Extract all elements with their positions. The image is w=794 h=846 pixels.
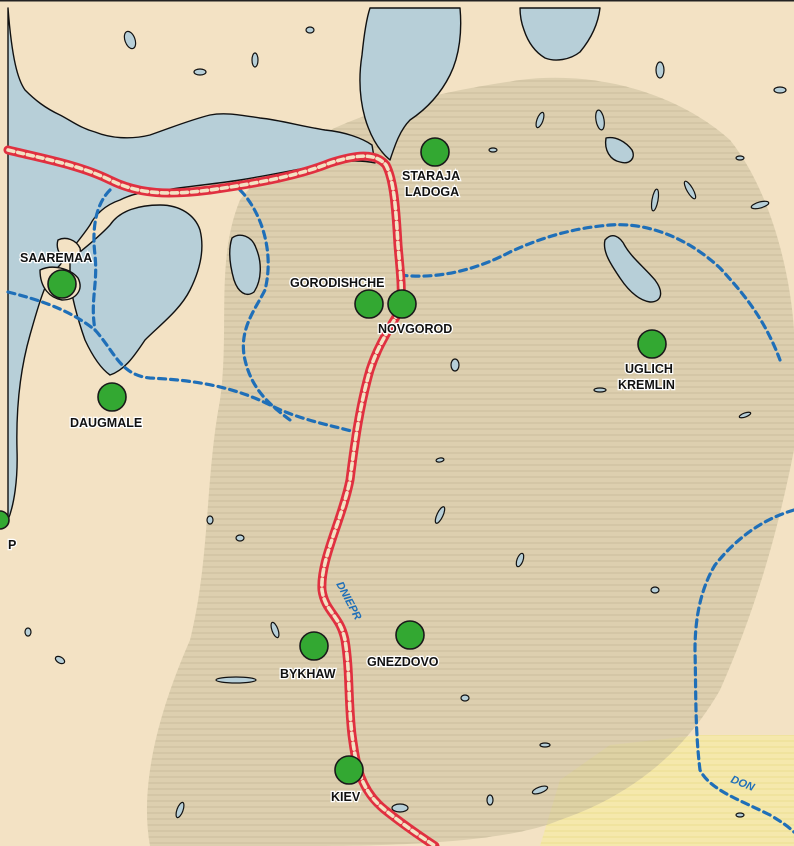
- site-kiev[interactable]: KIEV: [330, 755, 364, 805]
- site-bykhaw[interactable]: BYKHAW: [279, 631, 337, 682]
- site-novgorod[interactable]: NOVGOROD: [377, 289, 454, 337]
- site-p-edge[interactable]: P: [0, 510, 18, 553]
- water-bodies: [7, 7, 662, 521]
- river-path-volga: [398, 223, 782, 362]
- place-label-saaremaa: SAAREMAA: [20, 251, 92, 265]
- river-path-lovat: [238, 188, 292, 422]
- site-marker-bykhaw[interactable]: [299, 631, 329, 661]
- trade-route: [3, 145, 440, 846]
- place-label-staraja-ladoga-1: STARAJA: [402, 169, 460, 183]
- place-label-daugmale: DAUGMALE: [70, 416, 142, 430]
- site-gorodishche[interactable]: GORODISHCHE: [289, 275, 386, 319]
- sites: STARAJA LADOGA SAAREMAA GORODISHCHE NOVG…: [0, 137, 676, 805]
- small-lakes: [24, 26, 787, 819]
- place-label-staraja-ladoga-2: LADOGA: [405, 185, 459, 199]
- site-marker-gorodishche[interactable]: [354, 289, 384, 319]
- site-saaremaa[interactable]: SAAREMAA: [19, 250, 93, 299]
- site-marker-uglich-kremlin[interactable]: [637, 329, 667, 359]
- rivers: [6, 188, 794, 834]
- trade-route-inner: [6, 148, 437, 846]
- site-gnezdovo[interactable]: GNEZDOVO: [366, 620, 440, 670]
- site-marker-staraja-ladoga[interactable]: [420, 137, 450, 167]
- gulf-of-riga: [69, 204, 203, 376]
- lake-onega: [519, 7, 601, 61]
- river-path-west: [91, 188, 112, 332]
- place-label-novgorod: NOVGOROD: [378, 322, 452, 336]
- site-staraja-ladoga[interactable]: STARAJA LADOGA: [401, 137, 461, 200]
- top-border: [0, 0, 794, 2]
- site-daugmale[interactable]: DAUGMALE: [69, 382, 143, 431]
- place-label-kremlin: KREMLIN: [618, 378, 675, 392]
- island-saaremaa: [56, 237, 81, 260]
- site-marker-novgorod[interactable]: [387, 289, 417, 319]
- site-uglich-kremlin[interactable]: UGLICH KREMLIN: [617, 329, 676, 393]
- lake-rybinsk: [603, 235, 662, 303]
- lake-peipus: [229, 234, 261, 296]
- river-path-don: [693, 508, 794, 834]
- site-marker-kiev[interactable]: [334, 755, 364, 785]
- place-label-gnezdovo: GNEZDOVO: [367, 655, 439, 669]
- place-label-kiev: KIEV: [331, 790, 361, 804]
- place-label-bykhaw: BYKHAW: [280, 667, 336, 681]
- river-path-dvina: [6, 290, 357, 434]
- lake-white: [604, 136, 634, 164]
- site-marker-saaremaa[interactable]: [47, 269, 77, 299]
- site-marker-gnezdovo[interactable]: [395, 620, 425, 650]
- site-marker-p-edge[interactable]: [0, 510, 10, 530]
- place-label-gorodishche: GORODISHCHE: [290, 276, 384, 290]
- place-label-p: P: [8, 538, 16, 552]
- place-label-uglich: UGLICH: [625, 362, 673, 376]
- lake-ladoga: [359, 7, 462, 161]
- site-marker-daugmale[interactable]: [97, 382, 127, 412]
